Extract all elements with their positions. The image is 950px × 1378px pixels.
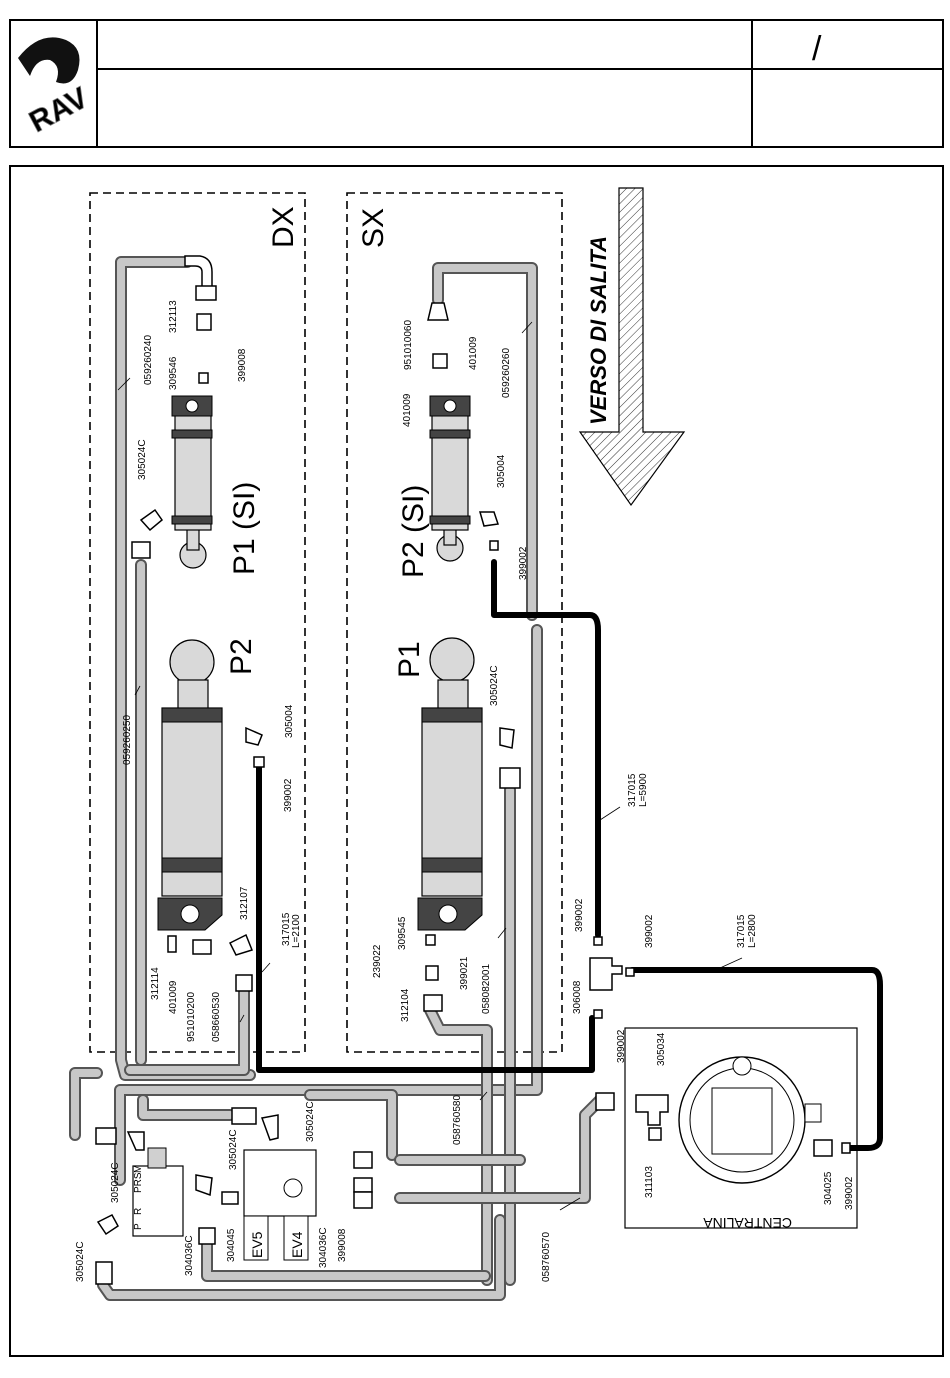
part-sx-309545: 309545 xyxy=(397,916,408,950)
leader-lines xyxy=(117,321,743,1211)
part-dx-399008-top: 399008 xyxy=(237,348,248,382)
part-dx-309546: 309546 xyxy=(168,356,179,390)
part-dx-hose-top: 059260240 xyxy=(143,335,154,385)
cylinder-sx-p2 xyxy=(429,395,471,562)
part-dx-401009: 401009 xyxy=(168,980,179,1014)
valve-label-m: M xyxy=(133,1165,144,1173)
part-c-311103: 311103 xyxy=(644,1166,655,1198)
part-m-306008: 306008 xyxy=(572,980,583,1014)
part-b-058760580: 058760580 xyxy=(452,1095,463,1145)
part-sx-401009-b: 401009 xyxy=(402,393,413,427)
cylinder-sx-p2-label: P2 (SI) xyxy=(397,485,430,578)
title-block-frame xyxy=(9,19,944,148)
cylinder-dx-p2 xyxy=(157,639,223,931)
part-m-399002-c: 399002 xyxy=(616,1029,627,1063)
part-b-304045: 304045 xyxy=(226,1228,237,1262)
part-dx-058660530: 058660530 xyxy=(211,992,222,1042)
part-m-399002-b: 399002 xyxy=(644,914,655,948)
part-dx-hose-long: 059260250 xyxy=(122,715,133,765)
part-c-304025: 304025 xyxy=(823,1171,834,1205)
part-sx-305024c: 305024C xyxy=(489,665,500,706)
group-dx-label: DX xyxy=(267,206,300,248)
part-b-305024c-c: 305024C xyxy=(110,1162,121,1203)
direction-arrow: VERSO DI SALITA xyxy=(578,187,686,507)
group-sx-label: SX xyxy=(357,208,390,248)
group-sx-box xyxy=(346,192,563,1053)
group-dx-box xyxy=(89,192,306,1053)
part-labels: 059260240 312113 399008 309546 305024C 0… xyxy=(75,300,855,1282)
part-sx-239022: 239022 xyxy=(372,944,383,978)
part-sx-399002: 399002 xyxy=(518,546,529,580)
part-dx-312107: 312107 xyxy=(239,886,250,920)
part-dx-305004: 305004 xyxy=(284,704,295,738)
part-dx-312113: 312113 xyxy=(168,300,179,333)
logo-text: RAV xyxy=(24,81,93,139)
part-c-305034: 305034 xyxy=(656,1032,667,1066)
centralina: CENTRALINA xyxy=(624,1027,858,1231)
part-dx-312114: 312114 xyxy=(150,967,161,1000)
pipes xyxy=(256,559,883,1151)
part-c-399002: 399002 xyxy=(844,1176,855,1210)
part-dx-951010200: 951010200 xyxy=(186,992,197,1042)
part-b-058760570: 058760570 xyxy=(541,1232,552,1282)
part-dx-399002: 399002 xyxy=(283,778,294,812)
part-m-317015-b: 317015 xyxy=(736,914,747,948)
part-b-304036c-b: 304036C xyxy=(318,1227,329,1268)
part-sx-312104: 312104 xyxy=(400,988,411,1022)
part-b-305024c-a: 305024C xyxy=(305,1101,316,1142)
part-sx-hose-top: 059260260 xyxy=(501,348,512,398)
part-dx-317015-a: 317015 xyxy=(281,912,292,946)
valve-label-ev5: EV5 xyxy=(249,1231,265,1258)
valve-block-right: EV5 EV4 xyxy=(243,1149,317,1261)
logo: RAV xyxy=(18,37,94,140)
valve-label-r: R xyxy=(133,1208,144,1215)
drawing-frame xyxy=(9,165,944,1357)
fittings xyxy=(95,255,851,1285)
title-block: RAV / xyxy=(9,19,944,148)
part-sx-058082001: 058082001 xyxy=(481,964,492,1014)
part-dx-317015-len: L=2100 xyxy=(291,914,302,948)
cylinder-sx-p1 xyxy=(417,637,483,931)
part-m-399002-a: 399002 xyxy=(574,898,585,932)
logo-swoosh xyxy=(18,37,80,84)
part-dx-305024c-top: 305024C xyxy=(137,439,148,480)
part-sx-401009-a: 401009 xyxy=(468,336,479,370)
part-sx-305004: 305004 xyxy=(496,454,507,488)
valve-block-left: PRS M R P xyxy=(132,1147,184,1237)
part-b-399008: 399008 xyxy=(337,1228,348,1262)
valve-label-prs: PRS xyxy=(133,1172,144,1193)
cylinder-dx-p2-label: P2 xyxy=(225,638,258,675)
part-m-317015-a-len: L=5900 xyxy=(638,773,649,807)
part-m-317015-b-len: L=2800 xyxy=(747,914,758,948)
direction-label: VERSO DI SALITA xyxy=(586,236,611,425)
cylinder-dx-p1-label: P1 (SI) xyxy=(228,482,261,575)
valve-label-ev4: EV4 xyxy=(289,1231,305,1258)
hoses xyxy=(69,256,606,1301)
part-sx-399021: 399021 xyxy=(459,956,470,990)
valve-label-p: P xyxy=(133,1223,144,1230)
cylinder-dx-p1 xyxy=(171,395,213,569)
centralina-label: CENTRALINA xyxy=(703,1215,792,1231)
part-b-305024c-b: 305024C xyxy=(228,1129,239,1170)
part-m-317015-a: 317015 xyxy=(627,773,638,807)
part-b-305024c-d: 305024C xyxy=(75,1241,86,1282)
part-sx-951010060: 951010060 xyxy=(403,320,414,370)
part-b-304036c-a: 304036C xyxy=(184,1235,195,1276)
page-separator: / xyxy=(812,30,822,68)
cylinder-sx-p1-label: P1 xyxy=(393,641,426,678)
